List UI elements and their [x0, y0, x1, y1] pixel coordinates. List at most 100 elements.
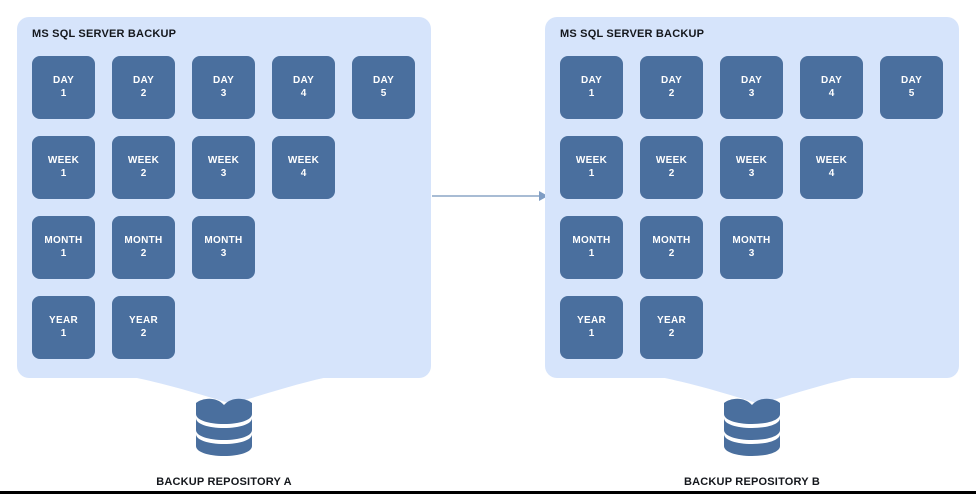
tile-index: 4 [300, 167, 307, 179]
tile-index: 3 [748, 87, 755, 99]
tile-label: MONTH [204, 235, 243, 246]
tile-index: 1 [60, 167, 67, 179]
tile-label: YEAR [129, 315, 158, 326]
tile-index: 3 [748, 247, 755, 259]
tile-label: MONTH [124, 235, 163, 246]
repository-caption: BACKUP REPOSITORY B [683, 476, 821, 488]
tile-label: WEEK [655, 155, 688, 166]
tile-label: DAY [292, 75, 315, 86]
tile-index: 1 [60, 327, 67, 339]
tile-label: DAY [900, 75, 923, 86]
database-cylinder-icon [196, 398, 252, 456]
tile-label: YEAR [657, 315, 686, 326]
tile-label: YEAR [577, 315, 606, 326]
repository-caption: BACKUP REPOSITORY A [156, 476, 292, 488]
tile-index: 2 [668, 87, 675, 99]
tile-index: 2 [140, 167, 147, 179]
tile-index: 2 [140, 87, 147, 99]
tile-index: 4 [300, 87, 307, 99]
tile-index: 4 [828, 167, 835, 179]
tile-index: 4 [828, 87, 835, 99]
tile-index: 1 [60, 247, 67, 259]
tile-index: 2 [668, 327, 675, 339]
tile-label: DAY [212, 75, 235, 86]
tile-index: 1 [588, 87, 595, 99]
tile-label: WEEK [127, 155, 160, 166]
database-cylinder-icon [724, 398, 780, 456]
tile-label: DAY [132, 75, 155, 86]
copy-arrow-icon [432, 191, 548, 201]
tile-index: 2 [140, 327, 147, 339]
tile-index: 3 [220, 87, 227, 99]
tile-label: DAY [660, 75, 683, 86]
tile-label: DAY [740, 75, 763, 86]
tile-index: 3 [220, 167, 227, 179]
tile-label: DAY [820, 75, 843, 86]
panel-title: MS SQL SERVER BACKUP [32, 28, 177, 40]
tile-index: 1 [60, 87, 67, 99]
tile-index: 3 [220, 247, 227, 259]
tile-index: 2 [668, 247, 675, 259]
tile-index: 2 [140, 247, 147, 259]
tile-label: DAY [580, 75, 603, 86]
tile-index: 2 [668, 167, 675, 179]
tile-label: WEEK [287, 155, 320, 166]
tile-index: 5 [380, 87, 387, 99]
tile-index: 1 [588, 247, 595, 259]
tile-label: WEEK [575, 155, 608, 166]
tile-index: 5 [908, 87, 915, 99]
panel-title: MS SQL SERVER BACKUP [560, 28, 705, 40]
tile-index: 1 [588, 327, 595, 339]
tile-label: MONTH [652, 235, 691, 246]
tile-label: WEEK [207, 155, 240, 166]
tile-label: MONTH [572, 235, 611, 246]
tile-label: MONTH [44, 235, 83, 246]
tile-label: DAY [372, 75, 395, 86]
tile-label: WEEK [47, 155, 80, 166]
tile-index: 1 [588, 167, 595, 179]
tile-label: DAY [52, 75, 75, 86]
